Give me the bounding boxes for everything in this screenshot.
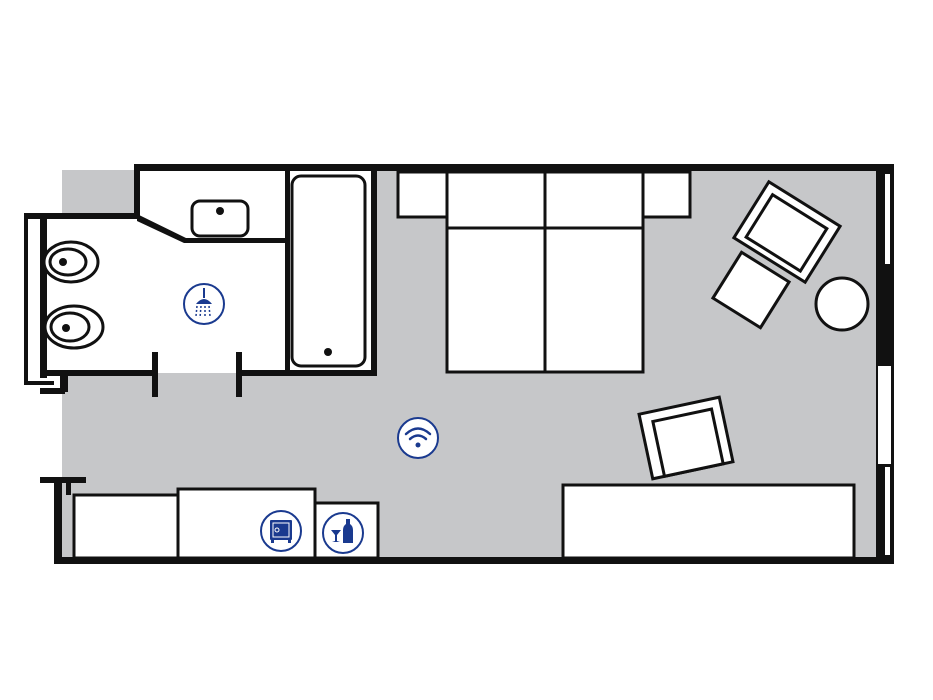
bed — [396, 170, 692, 374]
sink-drain — [216, 207, 224, 215]
bathtub — [290, 174, 367, 368]
wifi-icon — [397, 417, 439, 459]
toilet-drain — [59, 258, 67, 266]
side-table — [814, 276, 870, 332]
nightstand-right — [641, 170, 692, 219]
bidet-drain — [62, 324, 70, 332]
nightstand-left — [396, 170, 449, 219]
toilet-seat — [48, 247, 88, 277]
armchair — [731, 179, 843, 285]
bathtub-drain — [324, 348, 332, 356]
armchair — [637, 395, 735, 481]
shower-icon — [183, 283, 225, 325]
wardrobe — [72, 493, 180, 560]
safe-icon — [260, 510, 302, 552]
bidet-seat — [49, 311, 91, 343]
walls — [24, 164, 894, 564]
sink — [190, 199, 250, 238]
minibar-icon — [322, 512, 364, 554]
desk — [561, 483, 856, 560]
ottoman — [710, 250, 792, 330]
